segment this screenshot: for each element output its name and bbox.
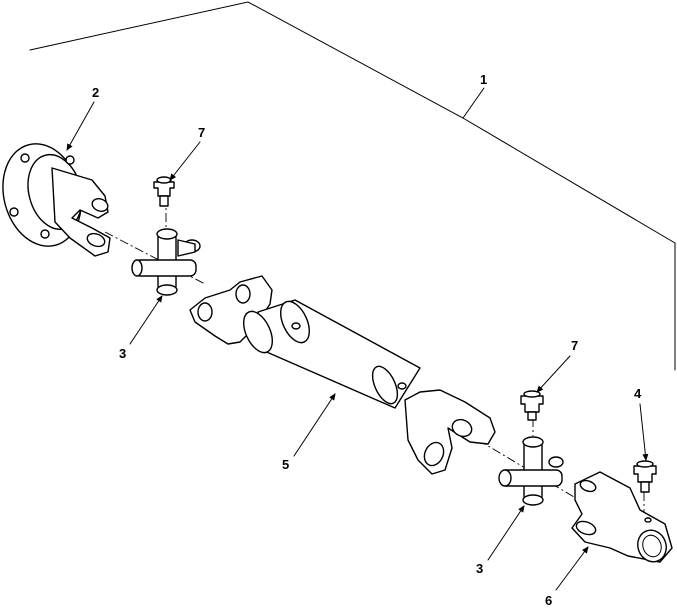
callout-2: 2 <box>92 85 99 100</box>
callout-4: 4 <box>634 386 642 401</box>
callout-7-right: 7 <box>571 338 578 353</box>
universal-joint-cross-left <box>131 228 201 296</box>
assembly-bracket-lines <box>29 1 676 371</box>
callout-1: 1 <box>480 72 487 87</box>
callout-3-right: 3 <box>476 561 483 576</box>
callout-3-left: 3 <box>119 346 126 361</box>
universal-joint-cross-right <box>498 436 564 506</box>
splined-yoke-part <box>571 471 673 563</box>
grease-fitting-left <box>153 176 175 207</box>
callout-6: 6 <box>545 593 552 608</box>
leader-lines <box>66 87 649 591</box>
grease-fitting-right <box>520 390 544 421</box>
grease-fitting-part4 <box>633 460 657 493</box>
callout-labels: 1 2 7 3 5 7 4 3 6 <box>92 72 642 608</box>
callout-7-left: 7 <box>198 125 205 140</box>
driveshaft-tube-part <box>189 275 496 475</box>
callout-5: 5 <box>282 457 289 472</box>
flange-yoke-part <box>2 143 111 257</box>
